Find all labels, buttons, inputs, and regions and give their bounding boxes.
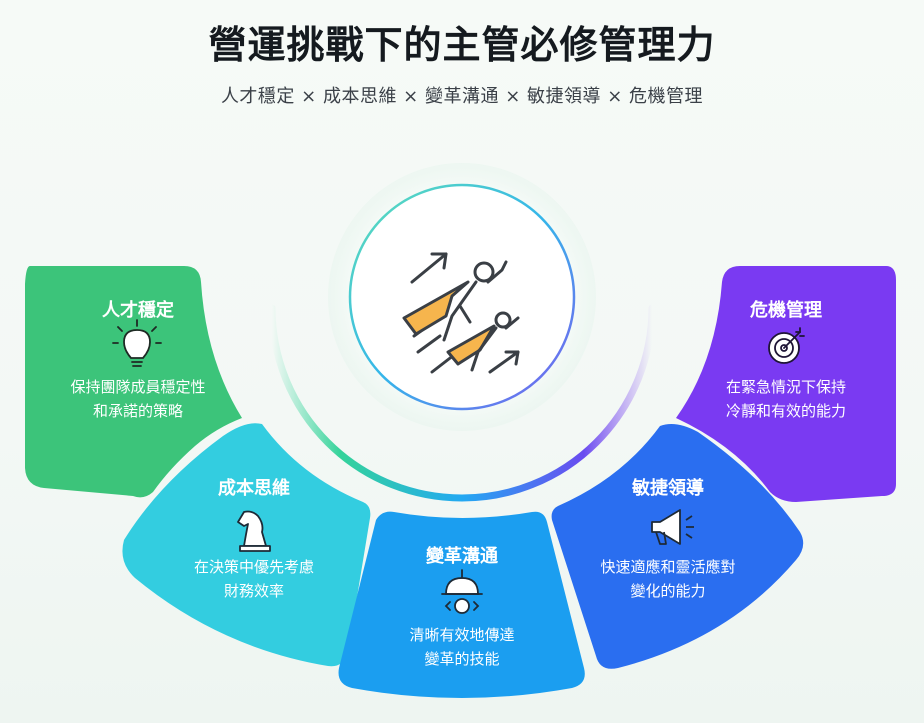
segment-cost: 成本思維 在決策中優先考慮 財務效率 bbox=[194, 477, 314, 600]
segment-talent-shape[interactable] bbox=[25, 266, 242, 498]
segment-agile-shape[interactable] bbox=[551, 424, 804, 669]
target-icon bbox=[768, 327, 805, 364]
segment-cost-desc-1: 在決策中優先考慮 bbox=[194, 558, 314, 576]
segment-agile-desc-1: 快速適應和靈活應對 bbox=[600, 558, 735, 576]
segment-cost-desc-2: 財務效率 bbox=[224, 582, 284, 600]
center-hub bbox=[328, 163, 596, 431]
segment-agile-title: 敏捷領導 bbox=[631, 477, 704, 499]
segment-crisis-desc-2: 冷靜和有效的能力 bbox=[726, 402, 846, 420]
page-subtitle: 人才穩定 × 成本思維 × 變革溝通 × 敏捷領導 × 危機管理 bbox=[220, 86, 704, 107]
hub-arc bbox=[268, 304, 656, 502]
segment-crisis-title: 危機管理 bbox=[749, 299, 822, 321]
segment-change-desc-2: 變革的技能 bbox=[424, 650, 499, 668]
segment-cost-title: 成本思維 bbox=[218, 477, 290, 499]
segment-change-desc-1: 清晰有效地傳達 bbox=[409, 626, 514, 644]
segment-agile-desc-2: 變化的能力 bbox=[630, 582, 705, 600]
segment-change: 變革溝通 清晰有效地傳達 變革的技能 bbox=[409, 545, 514, 668]
segment-crisis: 危機管理 在緊急情況下保持 冷靜和有效的能力 bbox=[726, 299, 846, 420]
lightbulb-icon bbox=[112, 319, 162, 367]
segment-crisis-shape[interactable] bbox=[676, 266, 896, 502]
segment-talent-title: 人才穩定 bbox=[102, 299, 174, 321]
hardhat-gear-icon bbox=[441, 569, 483, 614]
page-title: 營運挑戰下的主管必修管理力 bbox=[208, 23, 716, 67]
leader-superhero-arrows-icon bbox=[402, 252, 520, 374]
segment-crisis-desc-1: 在緊急情況下保持 bbox=[726, 378, 846, 396]
segment-change-title: 變革溝通 bbox=[426, 545, 498, 567]
segment-agile: 敏捷領導 快速適應和靈活應對 變化的能力 bbox=[600, 477, 735, 600]
segment-talent: 人才穩定 保持團隊成員穩定性 和承諾的策略 bbox=[70, 299, 205, 420]
segment-talent-desc-2: 和承諾的策略 bbox=[93, 402, 183, 420]
megaphone-icon bbox=[651, 509, 694, 545]
segment-talent-desc-1: 保持團隊成員穩定性 bbox=[70, 378, 205, 396]
chess-knight-icon bbox=[237, 510, 271, 552]
